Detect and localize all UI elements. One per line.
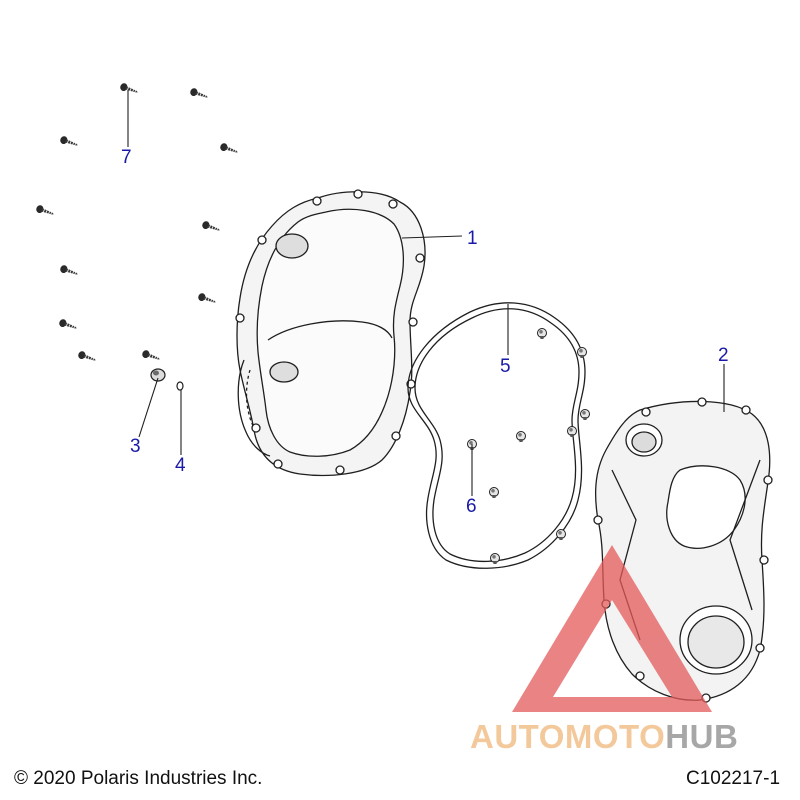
screw	[196, 291, 218, 307]
screw	[57, 317, 79, 333]
bolt	[490, 553, 500, 565]
screw	[58, 134, 80, 150]
callout-5: 5	[500, 356, 511, 377]
logo-text-hub: HUB	[665, 718, 738, 755]
bolt	[580, 409, 590, 421]
screw	[34, 203, 56, 219]
callout-3: 3	[130, 436, 141, 457]
logo-text-automoto: AUTOMOTO	[470, 718, 665, 755]
screw	[188, 86, 210, 102]
callout-1: 1	[467, 228, 478, 249]
cover-gasket	[407, 302, 586, 569]
o-ring-part	[176, 381, 184, 391]
callout-7: 7	[121, 147, 132, 168]
bolt	[567, 426, 577, 438]
plug-part	[150, 368, 166, 382]
callout-6: 6	[466, 496, 477, 517]
screw	[118, 81, 140, 97]
automotohub-logo: AUTOMOTOHUB	[470, 545, 738, 755]
callout-4: 4	[175, 455, 186, 476]
bolt	[489, 487, 499, 499]
bolt	[556, 529, 566, 541]
screw	[76, 349, 98, 365]
screw	[218, 141, 240, 157]
screw	[140, 348, 162, 364]
logo-triangle	[512, 545, 712, 712]
svg-text:AUTOMOTOHUB: AUTOMOTOHUB	[470, 718, 738, 755]
bolt	[537, 328, 547, 340]
outer-clutch-cover	[593, 397, 773, 703]
inner-clutch-cover	[235, 189, 426, 477]
screw	[200, 219, 222, 235]
diagram-reference: C102217-1	[686, 768, 781, 789]
callout-2: 2	[718, 345, 729, 366]
bolt-group	[467, 328, 590, 565]
copyright-text: © 2020 Polaris Industries Inc.	[14, 768, 263, 789]
screw	[58, 263, 80, 279]
screw-group	[34, 81, 240, 365]
callout-labels: 1 2 3 4 5 6 7	[121, 147, 729, 517]
bolt	[577, 347, 587, 359]
leader-lines	[127, 90, 725, 496]
bolt	[516, 431, 526, 443]
